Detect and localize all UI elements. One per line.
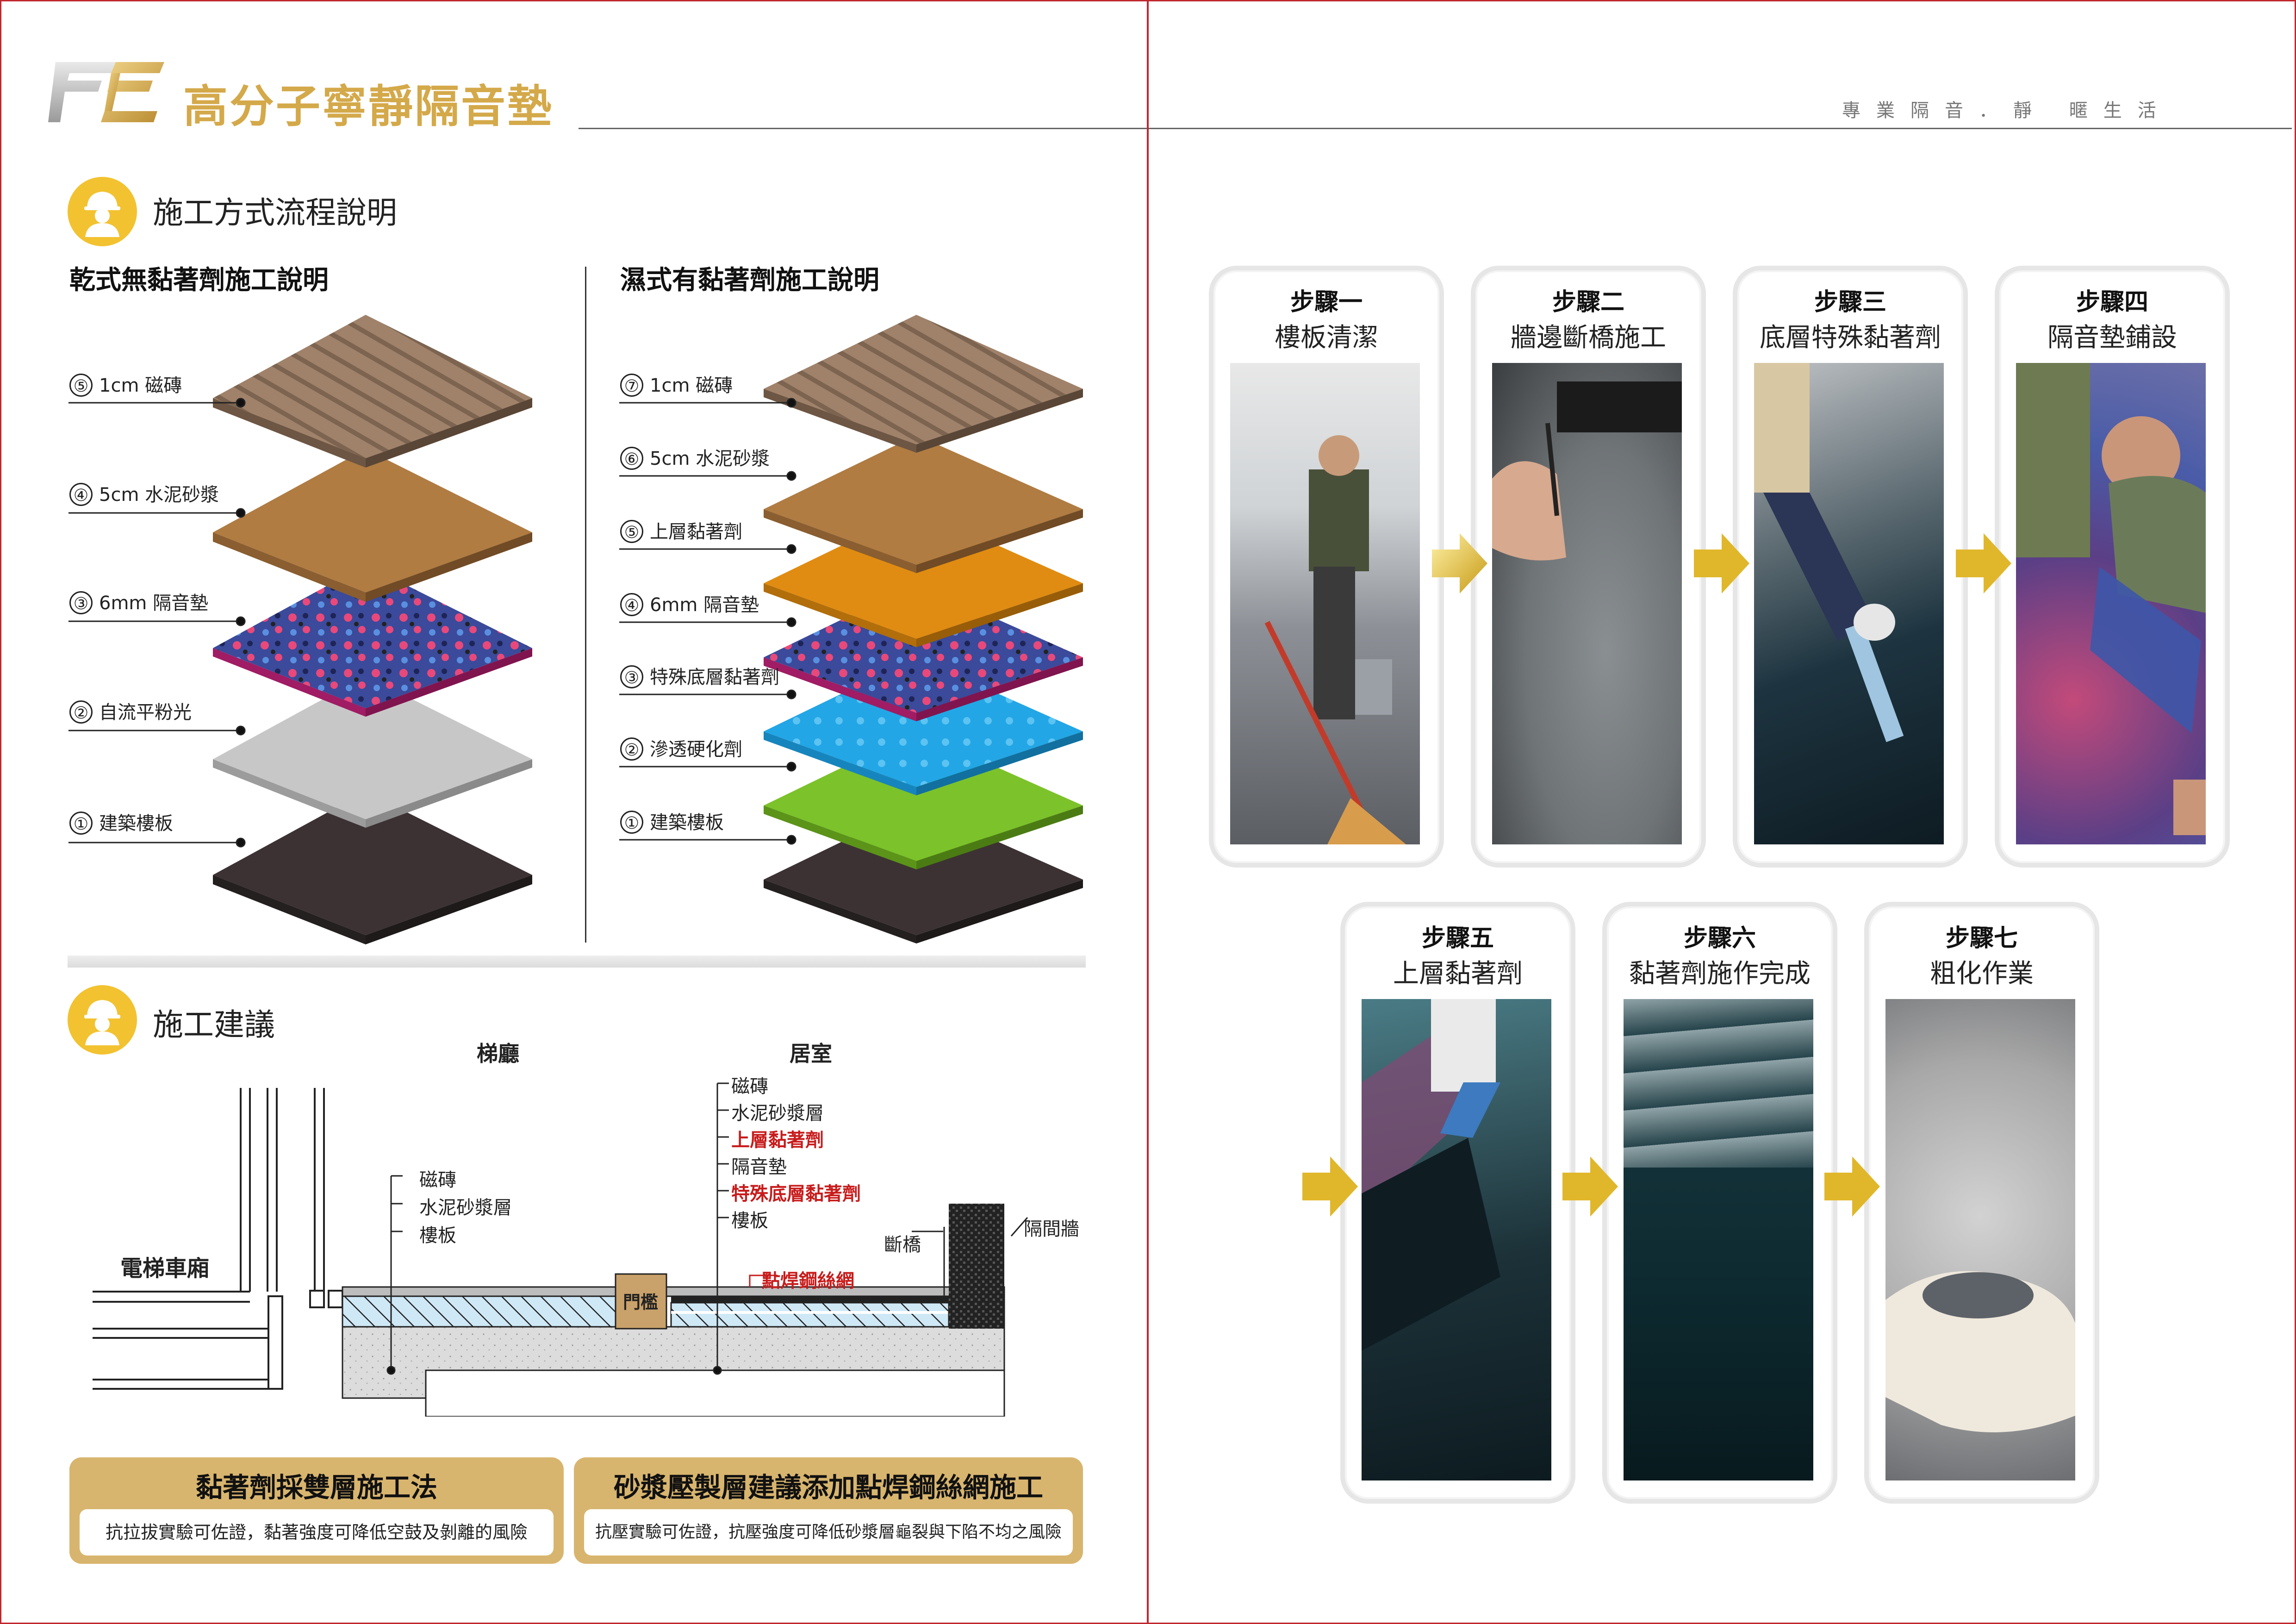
callout-body: 抗壓實驗可佐證，抗壓強度可降低砂漿層龜裂與下陷不均之風險	[584, 1509, 1073, 1555]
photo-trowelling-top-adhesive	[1362, 999, 1551, 1480]
callout-steel-mesh: 砂漿壓製層建議添加點焊鋼絲網施工 抗壓實驗可佐證，抗壓強度可降低砂漿層龜裂與下陷…	[574, 1457, 1083, 1564]
step-card-1: 步驟一 樓板清潔	[1209, 266, 1444, 868]
left-layer-label: 樓板	[419, 1225, 456, 1246]
gold-right-arrow-icon	[1302, 1156, 1358, 1217]
step-title: 隔音墊鋪設	[2047, 323, 2177, 353]
callout-title: 砂漿壓製層建議添加點焊鋼絲網施工	[613, 1472, 1043, 1503]
step-title: 底層特殊黏著劑	[1760, 323, 1941, 353]
construction-worker-icon	[68, 177, 137, 246]
step-title: 樓板清潔	[1275, 323, 1378, 353]
gold-right-arrow-icon	[1694, 533, 1749, 593]
step-title: 粗化作業	[1930, 959, 2034, 989]
right-layer-label: 樓板	[731, 1210, 768, 1231]
step-card-7: 步驟七 粗化作業	[1864, 902, 2099, 1504]
step-title: 黏著劑施作完成	[1629, 959, 1811, 989]
gold-right-arrow-icon	[1432, 533, 1487, 593]
construction-worker-icon	[68, 985, 137, 1055]
step-card-2: 步驟二 牆邊斷橋施工	[1471, 266, 1706, 868]
photo-cutting-edge-strip	[1492, 363, 1682, 844]
section-title-process: 施工方式流程說明	[153, 195, 397, 231]
break-label: 斷橋	[884, 1234, 921, 1255]
step-number: 步驟五	[1421, 924, 1494, 952]
zone-label-lobby: 梯廳	[477, 1041, 519, 1066]
step-number: 步驟七	[1945, 924, 2018, 952]
header-rule-right	[1149, 128, 2292, 129]
callout-double-adhesive: 黏著劑採雙層施工法 抗拉拔實驗可佐證，黏著強度可降低空鼓及剝離的風險	[69, 1457, 564, 1564]
section-title-advice: 施工建議	[153, 1007, 275, 1043]
header-rule-left	[579, 128, 1147, 129]
right-layer-label: 隔音墊	[731, 1156, 787, 1178]
photo-laying-acoustic-mat	[2016, 363, 2206, 844]
step-number: 步驟六	[1683, 924, 1756, 952]
wet-layer-stack	[619, 315, 1083, 943]
elevator-label: 電梯車廂	[120, 1255, 210, 1281]
step-number: 步驟四	[2076, 288, 2148, 316]
right-layer-label: 水泥砂漿層	[731, 1103, 824, 1124]
photo-roughening-grit-in-hand	[1885, 999, 2075, 1480]
step-card-4: 步驟四 隔音墊鋪設	[1995, 266, 2230, 868]
right-layer-label: 磁磚	[731, 1076, 768, 1097]
pc-logo-icon	[48, 62, 164, 122]
dry-layer-tile	[213, 315, 532, 468]
step-number: 步驟一	[1290, 288, 1363, 316]
step-title: 上層黏著劑	[1393, 959, 1523, 989]
callout-body: 抗拉拔實驗可佐證，黏著強度可降低空鼓及剝離的風險	[80, 1509, 554, 1555]
gold-right-arrow-icon	[1824, 1156, 1880, 1217]
brand-title: 高分子寧靜隔音墊	[183, 81, 554, 132]
wet-method-title: 濕式有黏著劑施工說明	[620, 265, 879, 295]
left-layer-label: 磁磚	[419, 1169, 456, 1191]
photo-applying-primer-adhesive	[1754, 363, 1944, 844]
step-card-3: 步驟三 底層特殊黏著劑	[1733, 266, 1968, 868]
mesh-label: 點焊鋼絲網	[762, 1270, 854, 1292]
dry-method-title: 乾式無黏著劑施工說明	[69, 265, 329, 295]
zone-label-room: 居室	[790, 1041, 832, 1066]
dry-layer-mortar	[213, 449, 532, 602]
step-title: 牆邊斷橋施工	[1511, 323, 1666, 353]
step-card-6: 步驟六 黏著劑施作完成	[1602, 902, 1837, 1504]
step-number: 步驟三	[1814, 288, 1886, 316]
floor-section-diagram	[93, 1082, 1028, 1417]
step-card-5: 步驟五 上層黏著劑	[1340, 902, 1575, 1504]
callout-title: 黏著劑採雙層施工法	[195, 1472, 437, 1503]
right-layer-label-red: 上層黏著劑	[731, 1130, 824, 1151]
threshold-label: 門檻	[623, 1292, 659, 1312]
dry-layer-slab	[213, 792, 532, 944]
wall-label: 隔間牆	[1024, 1218, 1079, 1240]
gold-right-arrow-icon	[1956, 533, 2011, 593]
section-separator	[68, 956, 1086, 968]
gold-right-arrow-icon	[1562, 1156, 1618, 1217]
left-layer-label: 水泥砂漿層	[419, 1197, 512, 1218]
photo-adhesive-completed-surface	[1624, 999, 1813, 1480]
dry-layer-stack	[68, 315, 532, 944]
step-number: 步驟二	[1552, 288, 1624, 316]
dry-layer-mat	[213, 565, 532, 717]
center-fold-line	[1147, 0, 1149, 1624]
tagline: 專業隔音．靜 暱生活	[1842, 100, 2172, 121]
photo-worker-sweeping-floor	[1230, 363, 1420, 844]
right-layer-label-red: 特殊底層黏著劑	[731, 1183, 861, 1205]
dry-layer-screed	[213, 676, 532, 828]
column-divider	[585, 267, 586, 943]
